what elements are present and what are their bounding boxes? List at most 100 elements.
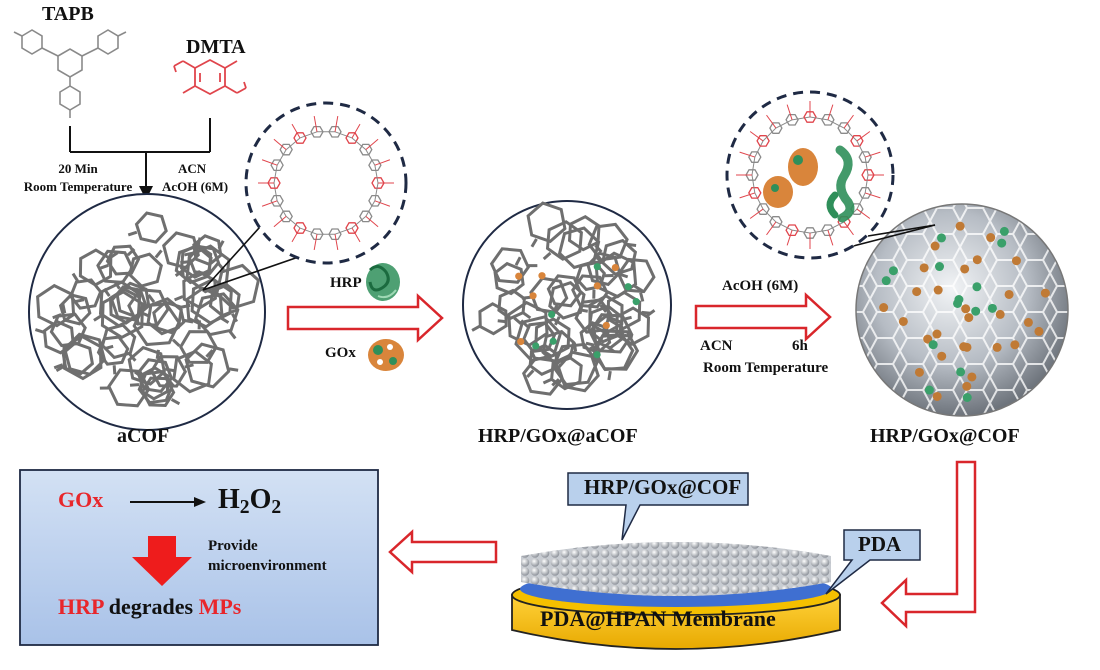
lattice-hexagon xyxy=(68,278,103,310)
lattice-strut xyxy=(646,309,656,317)
step3-solvent: ACN xyxy=(700,338,733,354)
zoom-line xyxy=(867,224,936,237)
lattice-hexagon xyxy=(61,341,95,376)
framework-link xyxy=(334,234,339,251)
step1-temperature: Room Temperature xyxy=(23,179,133,194)
encapsulated-enzymes xyxy=(763,145,855,223)
enzyme-dot xyxy=(962,393,972,403)
enzyme-dot xyxy=(967,372,977,382)
framework-link xyxy=(273,216,287,228)
step3-time: 6h xyxy=(792,338,808,354)
enzyme-dot xyxy=(937,351,947,361)
arrow-crystallization xyxy=(694,292,832,342)
enzyme-dot xyxy=(935,262,945,272)
framework-node xyxy=(858,151,872,163)
enzyme-dot xyxy=(995,309,1005,319)
framework-link xyxy=(313,234,318,251)
enzyme-dot xyxy=(923,334,933,344)
lattice-hexagon xyxy=(556,350,600,393)
encapsulation-framework xyxy=(736,101,884,249)
enzyme-dot xyxy=(932,329,942,339)
enzyme-dot xyxy=(888,266,898,276)
lattice-hexagon xyxy=(110,285,149,322)
framework-node xyxy=(310,125,324,138)
enzyme-dot xyxy=(999,226,1009,236)
gox-label: GOx xyxy=(325,345,356,361)
framework-node xyxy=(293,132,307,144)
lattice-strut xyxy=(164,367,175,373)
lattice-hexagon xyxy=(178,330,218,364)
framework-link xyxy=(351,123,361,139)
lattice-hexagon xyxy=(478,302,508,336)
framework-link xyxy=(365,216,379,228)
framework-link xyxy=(334,131,353,139)
framework-link xyxy=(775,221,793,231)
lattice-hexagon xyxy=(134,211,168,244)
coating-callout-text: HRP/GOx@COF xyxy=(584,475,742,499)
enzyme-dot xyxy=(898,316,908,326)
lattice-hexagon xyxy=(551,342,599,387)
lattice-strut xyxy=(134,370,144,379)
lattice-hexagon xyxy=(152,300,186,335)
lattice-hexagon xyxy=(96,249,135,284)
zoom-line xyxy=(202,252,311,291)
enzyme-dot xyxy=(936,233,946,243)
framework-link xyxy=(856,131,871,142)
arrow-membrane-assembly xyxy=(880,460,977,629)
framework-link xyxy=(754,192,764,210)
framework-link xyxy=(261,159,278,166)
lattice-strut xyxy=(170,398,181,406)
mechanism-result: HRP degrades MPs xyxy=(58,594,241,620)
step1-left-conditions: 20 Min Room Temperature xyxy=(12,160,144,196)
lattice-strut xyxy=(471,324,481,332)
enzyme-dot xyxy=(954,295,964,305)
framework-link xyxy=(856,140,866,158)
synthesis-arrowhead xyxy=(139,186,153,200)
hrp-label: HRP xyxy=(330,275,362,291)
framework-link xyxy=(786,104,793,120)
enzyme-dot xyxy=(611,263,619,272)
tapb-label: TAPB xyxy=(42,3,94,25)
lattice-hexagon xyxy=(548,281,586,320)
enzyme-dot xyxy=(928,340,938,350)
lattice-hexagon xyxy=(600,238,638,276)
lattice-strut xyxy=(586,344,596,353)
framework-node xyxy=(328,125,342,138)
lattice-strut xyxy=(183,318,194,324)
lattice-strut xyxy=(522,311,532,320)
framework-node xyxy=(769,216,783,228)
provide-text: Provide microenvironment xyxy=(208,536,327,576)
lattice-strut xyxy=(542,251,552,261)
lattice-hexagon xyxy=(174,244,213,285)
lattice-hexagon xyxy=(557,226,601,270)
lattice-strut xyxy=(513,316,522,325)
enzyme-dot xyxy=(972,282,982,292)
enzyme-dot xyxy=(987,303,997,313)
lattice-hexagon xyxy=(185,286,224,329)
framework-link xyxy=(351,216,367,229)
lattice-hexagon xyxy=(192,234,223,267)
enzyme-dot xyxy=(992,342,1002,352)
enzyme-dot xyxy=(1023,317,1033,327)
hrp-gox-cof-label: HRP/GOx@COF xyxy=(870,425,1020,447)
gox-protein-icon xyxy=(368,339,404,371)
acof-label: aCOF xyxy=(117,425,170,447)
framework-link xyxy=(766,114,777,129)
lattice-strut xyxy=(607,370,612,381)
lattice-strut xyxy=(147,294,156,304)
framework-link xyxy=(843,127,858,142)
lattice-hexagon xyxy=(190,277,233,325)
lattice-hexagon xyxy=(58,293,92,326)
lattice-hexagon xyxy=(507,300,549,347)
framework-link xyxy=(334,115,339,132)
enzyme-dot xyxy=(1011,256,1021,266)
framework-link xyxy=(766,221,777,236)
lattice-strut xyxy=(127,230,138,237)
framework-node xyxy=(821,224,835,237)
framework-link xyxy=(827,221,845,231)
framework-link xyxy=(749,208,764,219)
lattice-strut xyxy=(126,247,136,257)
framework-node xyxy=(821,113,835,126)
lattice-strut xyxy=(595,256,606,264)
